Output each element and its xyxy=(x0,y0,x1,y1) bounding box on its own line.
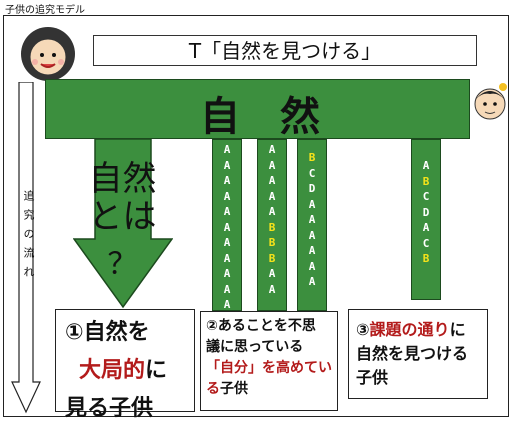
column-3-letter: C xyxy=(308,166,316,180)
big-down-arrow xyxy=(73,139,173,309)
column-1-letter: A xyxy=(223,205,231,218)
column-3-letter: A xyxy=(308,213,316,226)
column-4-letter: A xyxy=(422,221,430,234)
column-1-letter: A xyxy=(223,298,231,311)
theme-box: T「自然を見つける」 xyxy=(93,35,477,66)
diagram-label: 子供の追究モデル xyxy=(5,5,85,16)
banner-text: 自然 xyxy=(200,94,360,140)
column-1-letter: A xyxy=(223,158,231,172)
column-2-letter: A xyxy=(268,143,276,156)
column-4-letter: B xyxy=(422,252,430,265)
column-2-letter: A xyxy=(268,282,276,296)
column-2-letter: A xyxy=(268,158,276,172)
column-1-letter: A xyxy=(223,220,231,234)
column-3-letter: B xyxy=(308,151,316,164)
column-4-letter: B xyxy=(422,174,430,188)
side-down-arrow xyxy=(11,82,41,414)
column-4-letter: C xyxy=(422,190,430,203)
column-1-letter: A xyxy=(223,189,231,203)
column-4-letter: D xyxy=(422,205,430,219)
column-1 xyxy=(212,139,242,311)
column-1-letter: A xyxy=(223,236,231,249)
column-3-letter: D xyxy=(308,182,316,195)
boy-illustration-icon xyxy=(474,83,507,120)
column-3-letter: A xyxy=(308,259,316,273)
column-1-letter: A xyxy=(223,282,231,296)
girl-illustration-icon xyxy=(21,27,75,81)
column-1-letter: A xyxy=(223,174,231,187)
column-2-letter: A xyxy=(268,205,276,218)
column-2-letter: B xyxy=(268,251,276,265)
column-4 xyxy=(411,139,441,300)
column-1-letter: A xyxy=(223,143,231,156)
column-4-letter: C xyxy=(422,236,430,250)
column-2 xyxy=(257,139,287,311)
column-3-letter: A xyxy=(308,228,316,242)
frame xyxy=(3,15,509,417)
column-3-letter: A xyxy=(308,244,316,257)
column-1-letter: A xyxy=(223,267,231,280)
column-2-letter: B xyxy=(268,236,276,249)
column-3-letter: A xyxy=(308,197,316,211)
column-2-letter: A xyxy=(268,189,276,203)
column-3-letter: A xyxy=(308,275,316,288)
box-3: ③課題の通りに 自然を見つける 子供 xyxy=(348,309,488,399)
column-4-letter: A xyxy=(422,159,430,172)
flow-label: 追究の流れ xyxy=(22,190,35,285)
box-1: ①自然を 大局的に 見る子供 xyxy=(55,309,195,421)
column-3 xyxy=(297,139,327,311)
column-2-letter: A xyxy=(268,267,276,280)
column-2-letter: A xyxy=(268,174,276,187)
box-2: ②あることを不思 議に思っている 「自分」を高めてい る子供 xyxy=(200,311,338,411)
nature-banner xyxy=(45,79,470,139)
column-1-letter: A xyxy=(223,251,231,265)
arrow-text: 自然 とは ？ xyxy=(88,159,157,282)
column-2-letter: B xyxy=(268,220,276,234)
